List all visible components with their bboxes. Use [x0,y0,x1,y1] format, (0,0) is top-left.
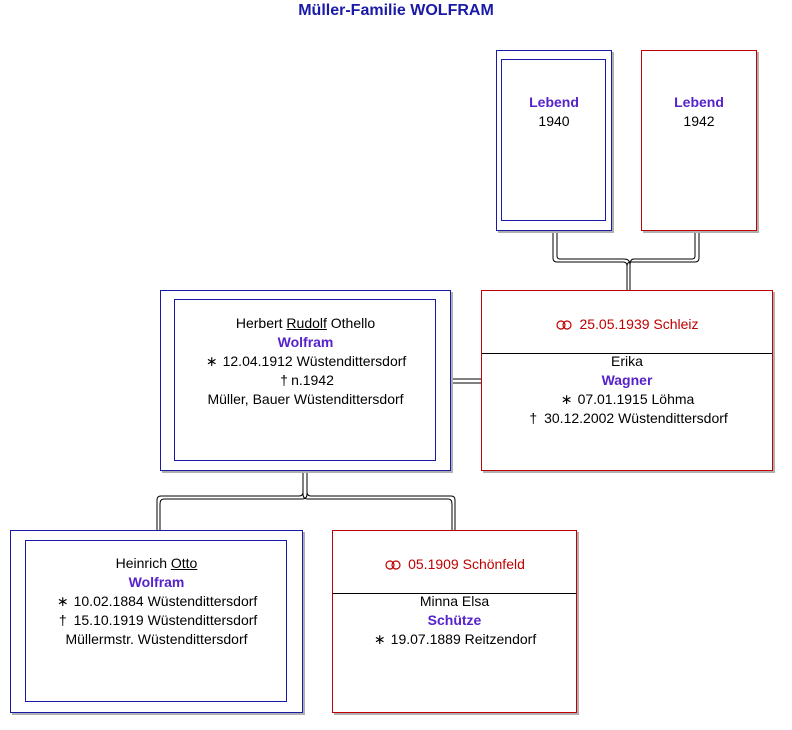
death-date: n.1942 [291,372,334,388]
principal-person-card[interactable]: Herbert Rudolf Othello Wolfram ∗ 12.04.1… [160,290,451,471]
birth-line: ∗ 07.01.1915 Löhma [482,390,772,409]
death-symbol: † [280,372,288,388]
person-surname: Wolfram [128,574,185,590]
person-surname: Schütze [427,612,482,628]
occupation: Müllermstr. Wüstendittersdorf [65,631,248,647]
birth-line: ∗ 19.07.1889 Reitzendorf [333,630,576,649]
death-date-place: 30.12.2002 Wüstendittersdorf [544,410,728,426]
card-inner-border [501,59,606,221]
birth-year: 1940 [538,113,570,129]
marriage-date-place: 25.05.1939 Schleiz [579,316,699,332]
birth-date-place: 10.02.1884 Wüstendittersdorf [73,593,258,609]
birth-line: ∗ 12.04.1912 Wüstendittersdorf [161,352,450,371]
person-given-names: Herbert Rudolf Othello [161,314,450,333]
death-line: †n.1942 [161,371,450,390]
birth-line: ∗ 10.02.1884 Wüstendittersdorf [11,592,302,611]
given-name: Herbert [235,315,287,331]
spouse-card[interactable]: 25.05.1939 Schleiz Erika Wagner ∗ 07.01.… [481,290,773,471]
father-card[interactable]: Heinrich Otto Wolfram ∗ 10.02.1884 Wüste… [10,530,303,713]
marriage-line: 05.1909 Schönfeld [333,555,576,574]
birth-symbol: ∗ [56,593,69,609]
birth-year: 1942 [683,113,715,129]
card-inner-border [174,299,436,461]
person-surname: Wolfram [277,334,334,350]
death-line: † 30.12.2002 Wüstendittersdorf [482,409,772,428]
person-given-names: Heinrich Otto [11,554,302,573]
marriage-line: 25.05.1939 Schleiz [482,315,772,334]
living-label: Lebend [529,94,579,110]
marriage-date-place: 05.1909 Schönfeld [408,556,525,572]
ancestor-card-male[interactable]: Lebend 1940 [496,50,612,231]
marriage-rings-icon [385,560,401,570]
given-name: Heinrich [115,555,171,571]
card-inner-border [25,540,287,702]
ancestor-card-female[interactable]: Lebend 1942 [641,50,757,231]
birth-date-place: 12.04.1912 Wüstendittersdorf [222,353,407,369]
person-given-names: Erika [611,353,643,369]
call-name: Rudolf [286,315,327,331]
page-title: Müller-Familie WOLFRAM [298,2,494,19]
death-date-place: 15.10.1919 Wüstendittersdorf [73,612,258,628]
occupation: Müller, Bauer Wüstendittersdorf [207,391,404,407]
given-name: Othello [326,315,376,331]
birth-symbol: ∗ [373,631,386,647]
card-divider [333,593,576,594]
death-line: † 15.10.1919 Wüstendittersdorf [11,611,302,630]
mother-card[interactable]: 05.1909 Schönfeld Minna Elsa Schütze ∗ 1… [332,530,577,713]
person-given-names: Minna Elsa [419,593,490,609]
marriage-rings-icon [556,320,573,330]
birth-symbol: ∗ [560,391,573,407]
birth-date-place: 07.01.1915 Löhma [577,391,695,407]
card-divider [482,353,772,354]
death-symbol: † [529,410,538,426]
birth-date-place: 19.07.1889 Reitzendorf [390,631,537,647]
birth-symbol: ∗ [205,353,218,369]
call-name: Otto [170,555,198,571]
living-label: Lebend [674,94,724,110]
person-surname: Wagner [601,372,653,388]
death-symbol: † [58,612,67,628]
